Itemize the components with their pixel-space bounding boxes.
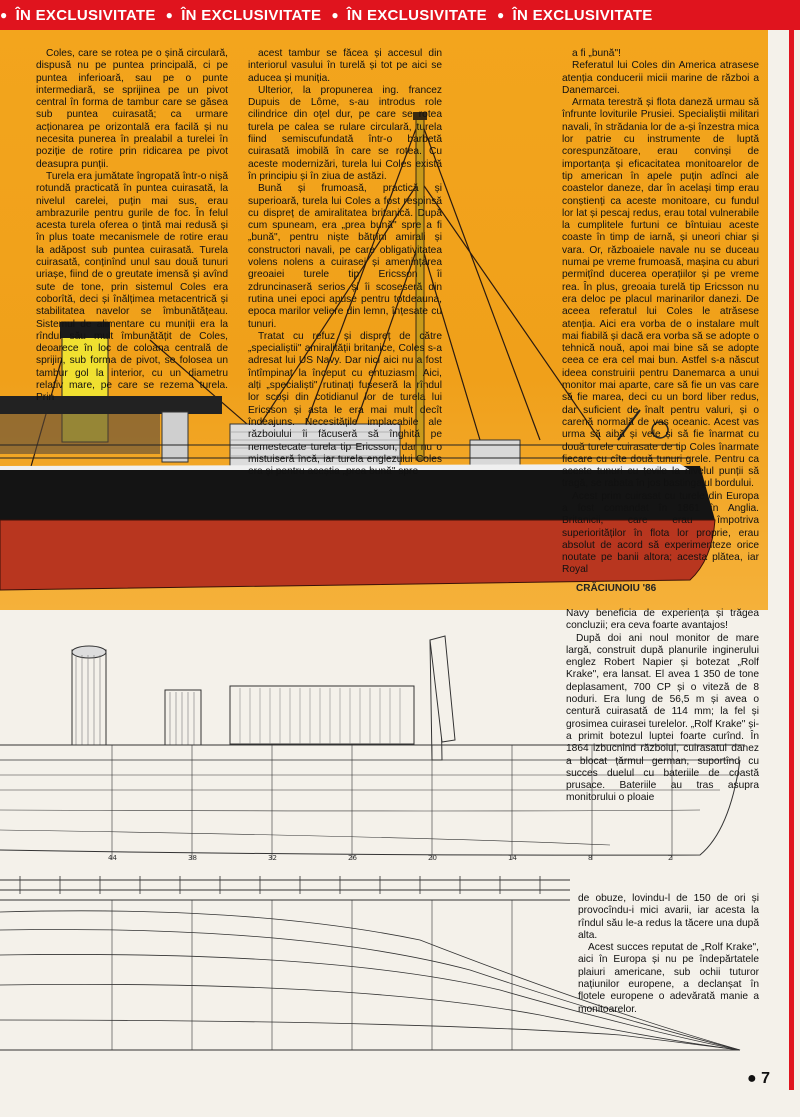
ventilator [161, 411, 189, 463]
banner-label: ÎN EXCLUSIVITATE [346, 6, 487, 24]
paragraph: Navy beneficia de experiența și trăgea c… [566, 608, 759, 632]
artist-signature: CRĂCIUNOIU '86 [576, 583, 657, 594]
bullet-icon: ● [331, 8, 339, 22]
paragraph: Coles, care se rotea pe o șină circulară… [36, 48, 228, 170]
station-label: 14 [508, 854, 517, 862]
station-label: 44 [108, 854, 117, 862]
article-column-3-end: de obuze, lovindu-l de 150 de ori și pro… [578, 893, 759, 1016]
hull-black-band [0, 466, 715, 520]
station-label: 32 [268, 854, 277, 862]
banner-label: ÎN EXCLUSIVITATE [181, 6, 322, 24]
article-column-2: acest tambur se făcea și accesul din int… [248, 48, 442, 478]
paragraph: a fi „bună"! [572, 48, 621, 59]
bridge-deck [0, 396, 222, 414]
technical-plan [0, 635, 745, 1051]
paragraph: de obuze, lovindu-l de 150 de ori și pro… [578, 893, 759, 941]
article-column-1: Coles, care se rotea pe o șină circulară… [36, 48, 228, 405]
bullet-icon: ● [165, 8, 174, 22]
small-deckhouse [469, 439, 521, 469]
paragraph: Acest succes reputat de „Rolf Krake", ai… [578, 942, 759, 1015]
deck-railing [0, 444, 690, 459]
paragraph: acest tambur se făcea și accesul din int… [248, 48, 442, 84]
right-margin-rule [789, 30, 794, 1090]
page-number: ● 7 [746, 1070, 770, 1087]
bullet-icon: ● [496, 8, 505, 22]
banner-label: ÎN EXCLUSIVITATE [15, 6, 156, 24]
hull-red-bottom [0, 519, 716, 591]
paragraph: Referatul lui Coles din America atrasese… [562, 60, 759, 96]
article-column-3: a fi „bună"! Referatul lui Coles din Ame… [562, 48, 759, 577]
mast-top [413, 112, 427, 120]
hull-white-stripe [0, 464, 690, 470]
paragraph: Armata terestră și flota daneză urmau să… [562, 97, 759, 490]
station-label: 38 [188, 854, 197, 862]
funnel-top [60, 322, 110, 338]
paragraph: După doi ani noul monitor de mare largă,… [566, 632, 759, 804]
paragraph: Ulterior, la propunerea ing. francez Dup… [248, 84, 442, 182]
article-column-3-continued: Navy beneficia de experiența și trăgea c… [566, 608, 759, 805]
station-label: 2 [668, 854, 672, 862]
paragraph: Acest prim cuirasat cu turele din Europa… [562, 490, 759, 576]
station-label: 8 [588, 854, 592, 862]
plan-mast-right [429, 635, 456, 743]
paragraph: Tratat cu refuz și dispreț de către „spe… [248, 330, 442, 478]
plan-turret [229, 685, 415, 745]
station-label: 20 [428, 854, 437, 862]
plan-vent [164, 689, 202, 746]
plan-funnel [71, 649, 107, 746]
banner-label: ÎN EXCLUSIVITATE [512, 6, 653, 24]
paragraph: Turela era jumătate îngropată într-o niș… [36, 170, 228, 404]
bridge-structure [0, 414, 160, 454]
paragraph: Bună și frumoasă, practică și superioară… [248, 183, 442, 330]
bullet-icon: ● [0, 8, 8, 22]
exclusivity-banner: ● ÎN EXCLUSIVITATE ● ÎN EXCLUSIVITATE ● … [0, 0, 800, 30]
station-label: 26 [348, 854, 357, 862]
